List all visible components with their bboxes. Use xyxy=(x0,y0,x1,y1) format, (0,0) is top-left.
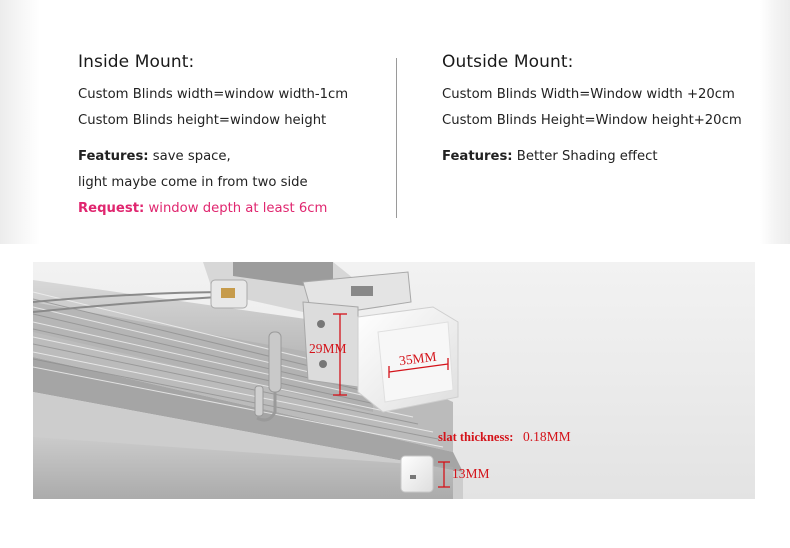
inside-features: Features: save space, xyxy=(78,148,378,165)
mounting-bracket xyxy=(302,271,412,388)
bottom-dimension-label: 13MM xyxy=(452,466,490,481)
end-cap xyxy=(357,306,459,413)
outside-height-rule: Custom Blinds Height=Window height+20cm xyxy=(442,113,742,128)
inside-width-rule: Custom Blinds width=window width-1cm xyxy=(78,87,349,102)
inside-request-text: window depth at least 6cm xyxy=(144,201,328,216)
width-dim-line xyxy=(388,363,449,373)
outside-features: Features: Better Shading effect xyxy=(442,148,782,165)
inside-mount-title: Inside Mount: xyxy=(78,52,195,72)
outside-width-rule: Custom Blinds Width=Window width +20cm xyxy=(442,87,735,102)
tilt-wand xyxy=(33,279,282,422)
dimension-lines xyxy=(333,313,450,488)
outside-features-text: Better Shading effect xyxy=(512,149,658,164)
outside-mount-section: Outside Mount: Custom Blinds Width=Windo… xyxy=(442,52,782,174)
product-photo: 29MM 35MM slat thickness: 0.18MM 13MM xyxy=(33,262,755,499)
outside-features-label: Features: xyxy=(442,149,513,164)
slat-thickness-value: 0.18MM xyxy=(523,429,571,444)
slat-thickness-label: slat thickness: xyxy=(438,430,514,444)
inside-request: Request: window depth at least 6cm xyxy=(78,200,378,217)
inside-features-text: save space, xyxy=(148,149,231,164)
blind-headrail-illustration xyxy=(33,262,463,499)
inside-mount-section: Inside Mount: Custom Blinds width=window… xyxy=(78,52,378,226)
info-panel: Inside Mount: Custom Blinds width=window… xyxy=(0,0,790,244)
bottom-rail xyxy=(33,437,453,499)
outside-mount-title: Outside Mount: xyxy=(442,52,574,72)
bottom-end-cap xyxy=(400,455,434,493)
column-divider xyxy=(396,58,397,218)
inside-features-label: Features: xyxy=(78,149,149,164)
inside-height-rule: Custom Blinds height=window height xyxy=(78,113,327,128)
height-dimension-label: 29MM xyxy=(309,341,347,356)
inside-features-line2: light maybe come in from two side xyxy=(78,175,308,190)
inside-request-label: Request: xyxy=(78,201,145,216)
